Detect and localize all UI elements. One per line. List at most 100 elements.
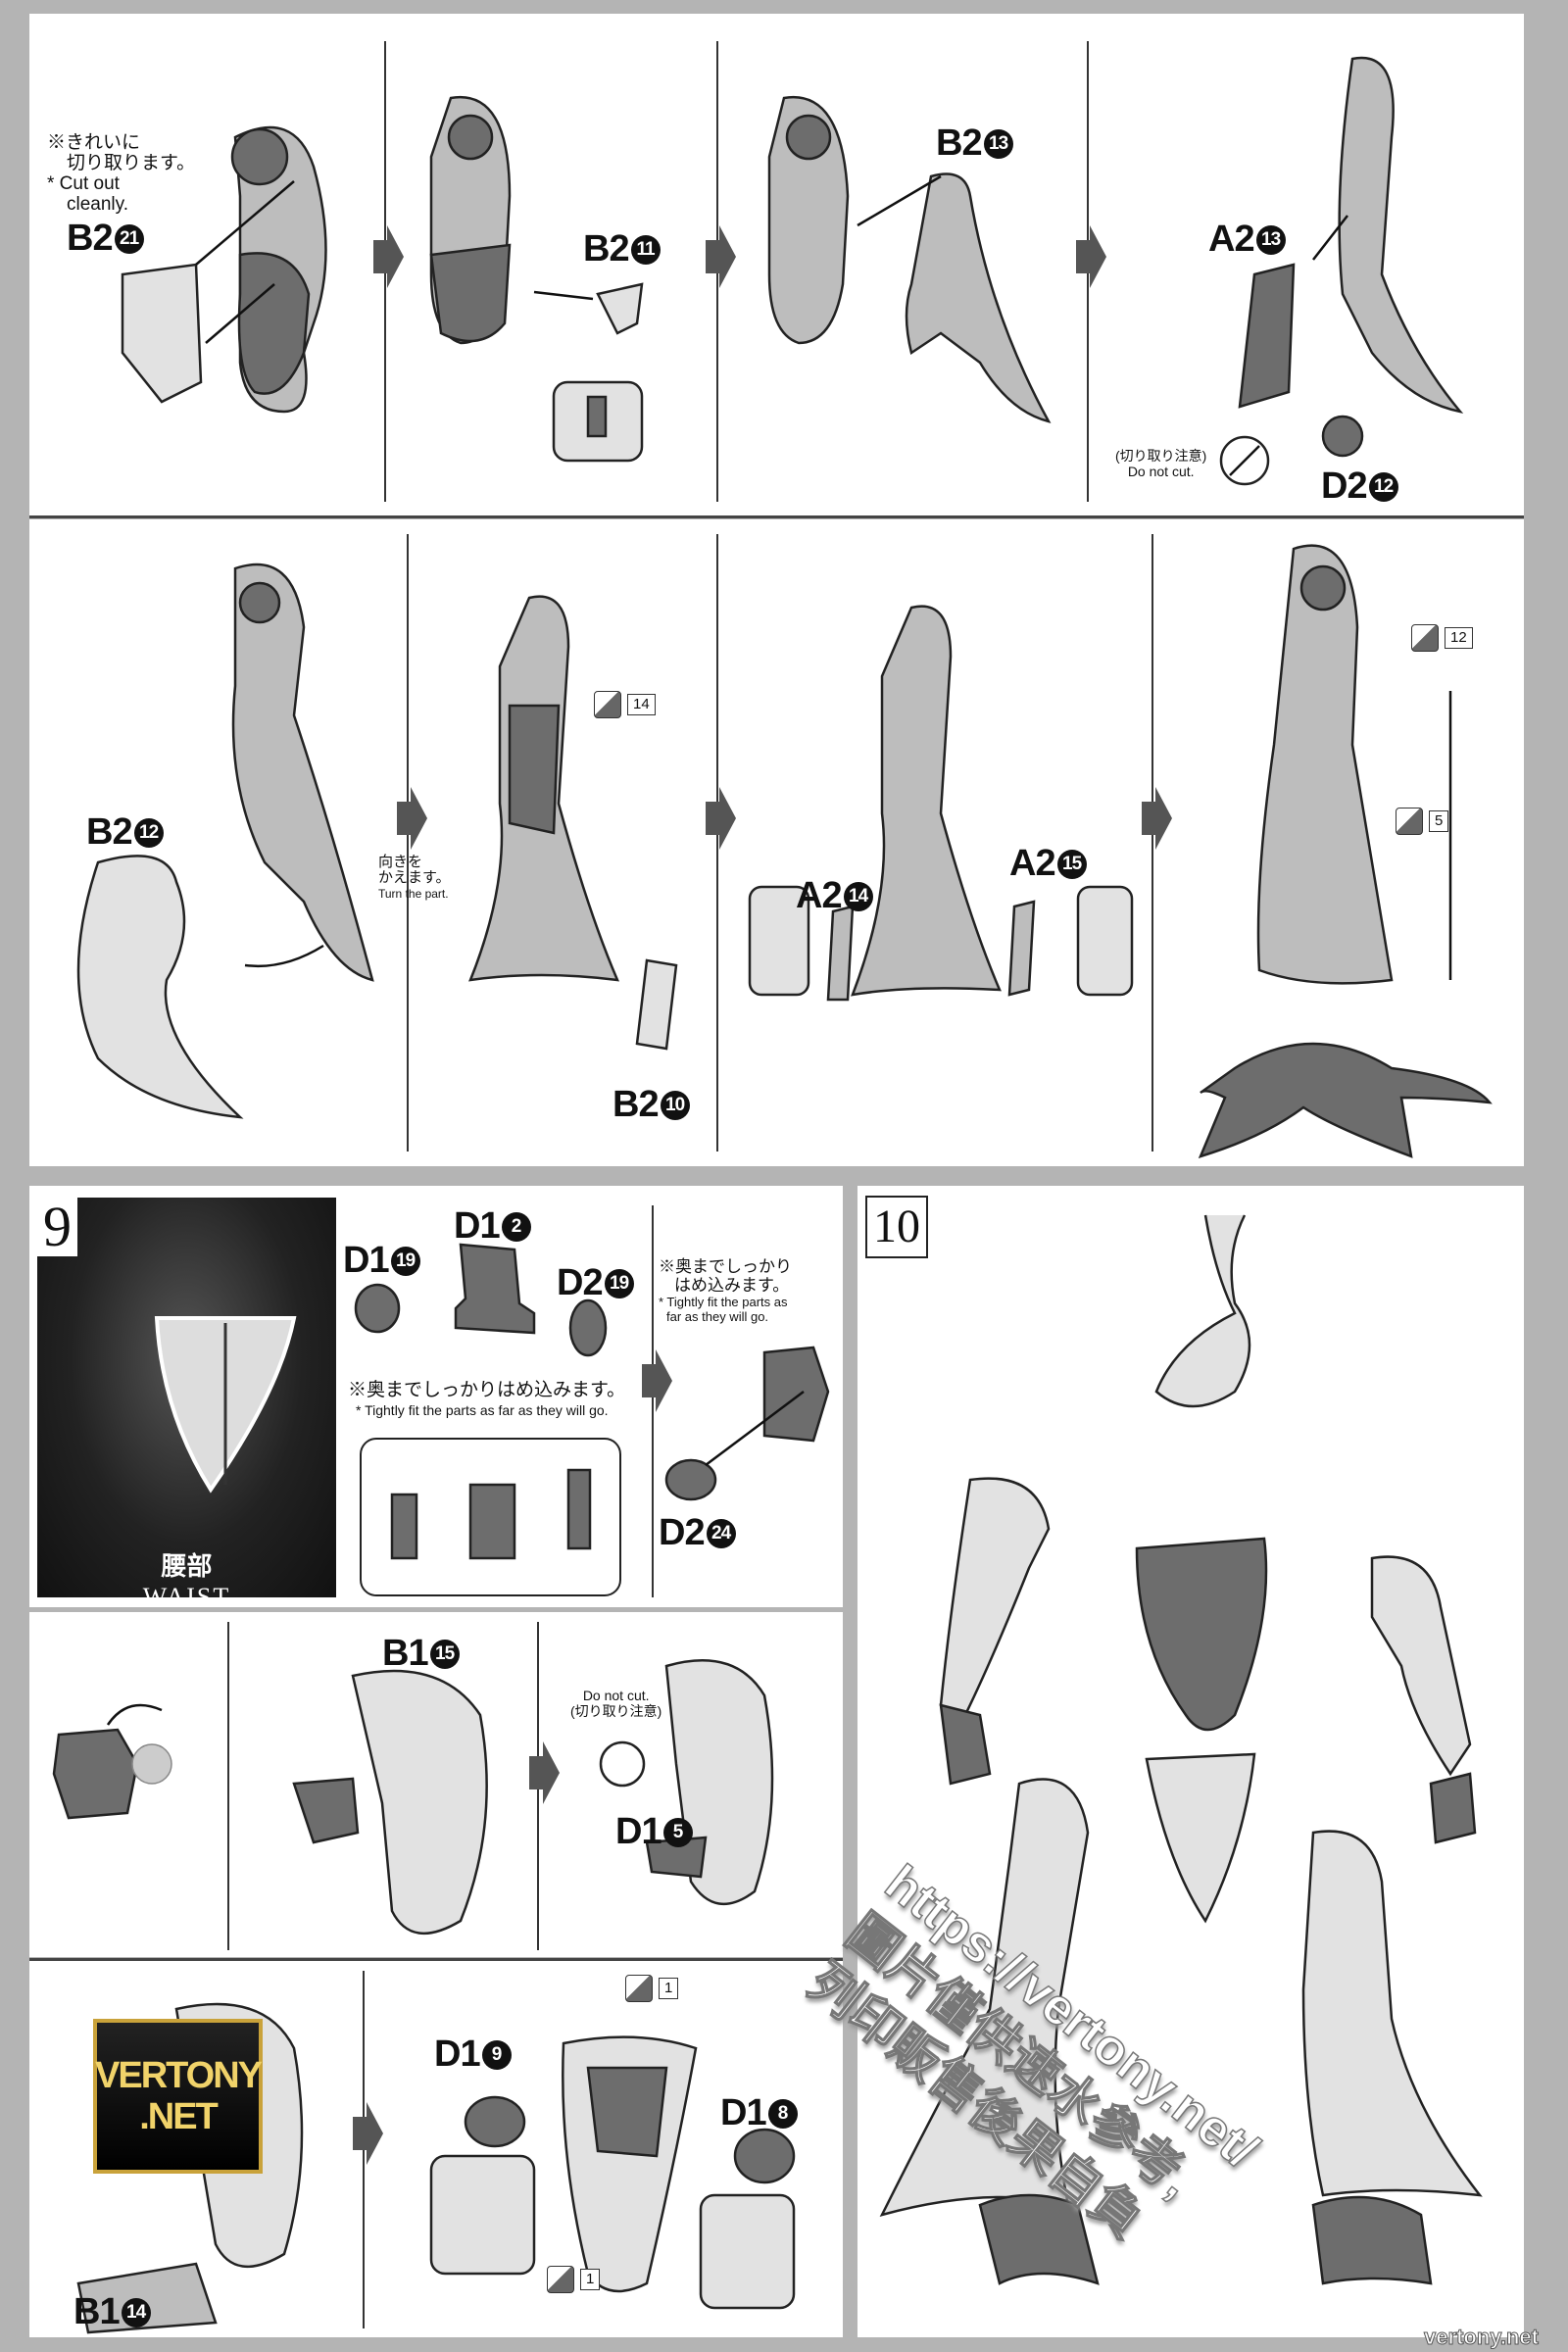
turn-note: 向きを かえます。 Turn the part. bbox=[378, 855, 451, 902]
thigh-part bbox=[121, 56, 1464, 486]
part-number-badge: 15 bbox=[429, 1639, 460, 1669]
part-runner-code: D2 bbox=[557, 1262, 604, 1303]
part-number-badge: 9 bbox=[481, 2039, 512, 2070]
title-en: WAIST bbox=[142, 1583, 231, 1611]
divider bbox=[227, 1622, 229, 1950]
cut-note: ※きれいに 切り取ります。 * Cut out cleanly. bbox=[47, 132, 195, 215]
part-number-badge: 15 bbox=[1056, 849, 1087, 879]
note-jp: 切り取ります。 bbox=[67, 153, 196, 173]
note-en: * Cut out bbox=[47, 173, 120, 194]
next-arrow-icon bbox=[642, 1349, 672, 1412]
note-jp: かえます。 bbox=[378, 869, 451, 886]
part-number-badge: 13 bbox=[1255, 224, 1286, 255]
part-runner-code: B2 bbox=[583, 228, 630, 270]
divider bbox=[716, 534, 718, 1152]
part-runner-code: D1 bbox=[343, 1240, 390, 1281]
next-arrow-icon bbox=[1142, 787, 1172, 850]
part-runner-code: B2 bbox=[67, 218, 114, 259]
note-jp: はめ込みます。 bbox=[674, 1276, 790, 1295]
note-en: * Tightly fit the parts as bbox=[659, 1295, 788, 1309]
part-number-badge: 5 bbox=[662, 1817, 693, 1847]
note-en: * Tightly fit the parts as far as they w… bbox=[356, 1402, 609, 1418]
part-runner-code: B1 bbox=[74, 2291, 121, 2332]
leg-parts bbox=[76, 544, 1493, 1158]
sticker-callout: 1 bbox=[625, 1975, 679, 2002]
hip-parts bbox=[52, 1659, 774, 1936]
part-number-badge: 11 bbox=[630, 234, 661, 265]
part-number-badge: 13 bbox=[983, 128, 1013, 159]
next-arrow-icon bbox=[1076, 225, 1106, 288]
step-number: 9 bbox=[37, 1198, 77, 1256]
part-runner-code: A2 bbox=[796, 875, 843, 916]
part-number-badge: 19 bbox=[604, 1268, 634, 1298]
next-arrow-icon bbox=[706, 787, 736, 850]
part-runner-code: D1 bbox=[720, 2092, 767, 2133]
next-arrow-icon bbox=[353, 2102, 383, 2165]
sticker-callout: 1 bbox=[547, 2266, 601, 2293]
logo-line: .NET bbox=[139, 2096, 219, 2137]
part-number-badge: 12 bbox=[1368, 471, 1398, 502]
do-not-cut-note: Do not cut. (切り取り注意) bbox=[570, 1688, 662, 1719]
part-runner-code: D2 bbox=[659, 1512, 706, 1553]
part-number-badge: 14 bbox=[843, 881, 873, 911]
sticker-icon bbox=[594, 691, 621, 718]
part-number-badge: 24 bbox=[706, 1518, 736, 1548]
footer-watermark: vertony.net bbox=[1424, 2325, 1540, 2350]
full-body-assembly bbox=[879, 1214, 1483, 2285]
note-jp: ※奥までしっかり bbox=[659, 1257, 792, 1276]
next-arrow-icon bbox=[706, 225, 736, 288]
row-divider bbox=[29, 515, 1524, 518]
joint-parts bbox=[354, 1243, 830, 1596]
step-number: 10 bbox=[865, 1196, 928, 1258]
part-number-badge: 8 bbox=[767, 2098, 798, 2129]
part-number-badge: 14 bbox=[121, 2297, 151, 2328]
next-arrow-icon bbox=[529, 1741, 560, 1804]
part-runner-code: D2 bbox=[1321, 466, 1368, 507]
part-runner-code: D1 bbox=[615, 1811, 662, 1852]
sticker-icon bbox=[547, 2266, 574, 2293]
note-jp: 向きを bbox=[378, 854, 423, 870]
sticker-callout: 5 bbox=[1396, 808, 1449, 835]
part-runner-code: A2 bbox=[1009, 843, 1056, 884]
note-en: Do not cut. bbox=[1127, 464, 1195, 479]
section-title: 腰部 WAIST bbox=[37, 1546, 336, 1612]
divider bbox=[1152, 534, 1153, 1152]
sticker-icon bbox=[625, 1975, 653, 2002]
divider bbox=[652, 1205, 654, 1597]
sticker-icon bbox=[1411, 624, 1439, 652]
note-jp: (切り取り注意) bbox=[1115, 448, 1207, 464]
part-number-badge: 19 bbox=[390, 1246, 420, 1276]
part-runner-code: A2 bbox=[1208, 219, 1255, 260]
do-not-cut-note: (切り取り注意) Do not cut. bbox=[1115, 448, 1206, 479]
part-runner-code: B2 bbox=[936, 122, 983, 164]
part-runner-code: D1 bbox=[454, 1205, 501, 1247]
part-number-badge: 12 bbox=[133, 817, 164, 848]
fit-note: ※奥までしっかりはめ込みます。 * Tightly fit the parts … bbox=[348, 1380, 625, 1421]
vertony-logo: VERTONY .NET bbox=[93, 2019, 263, 2174]
next-arrow-icon bbox=[373, 225, 404, 288]
waist-preview-part bbox=[154, 1316, 297, 1494]
note-en: Do not cut. bbox=[582, 1688, 650, 1703]
part-number-badge: 21 bbox=[114, 223, 144, 254]
sticker-icon bbox=[1396, 808, 1423, 835]
fit-note-2: ※奥までしっかり はめ込みます。 * Tightly fit the parts… bbox=[659, 1257, 792, 1324]
note-en: Turn the part. bbox=[378, 887, 449, 901]
part-number-badge: 2 bbox=[501, 1211, 531, 1242]
part-runner-code: D1 bbox=[434, 2034, 481, 2075]
note-en: far as they will go. bbox=[666, 1309, 769, 1324]
flow-arrows bbox=[353, 225, 1172, 2165]
